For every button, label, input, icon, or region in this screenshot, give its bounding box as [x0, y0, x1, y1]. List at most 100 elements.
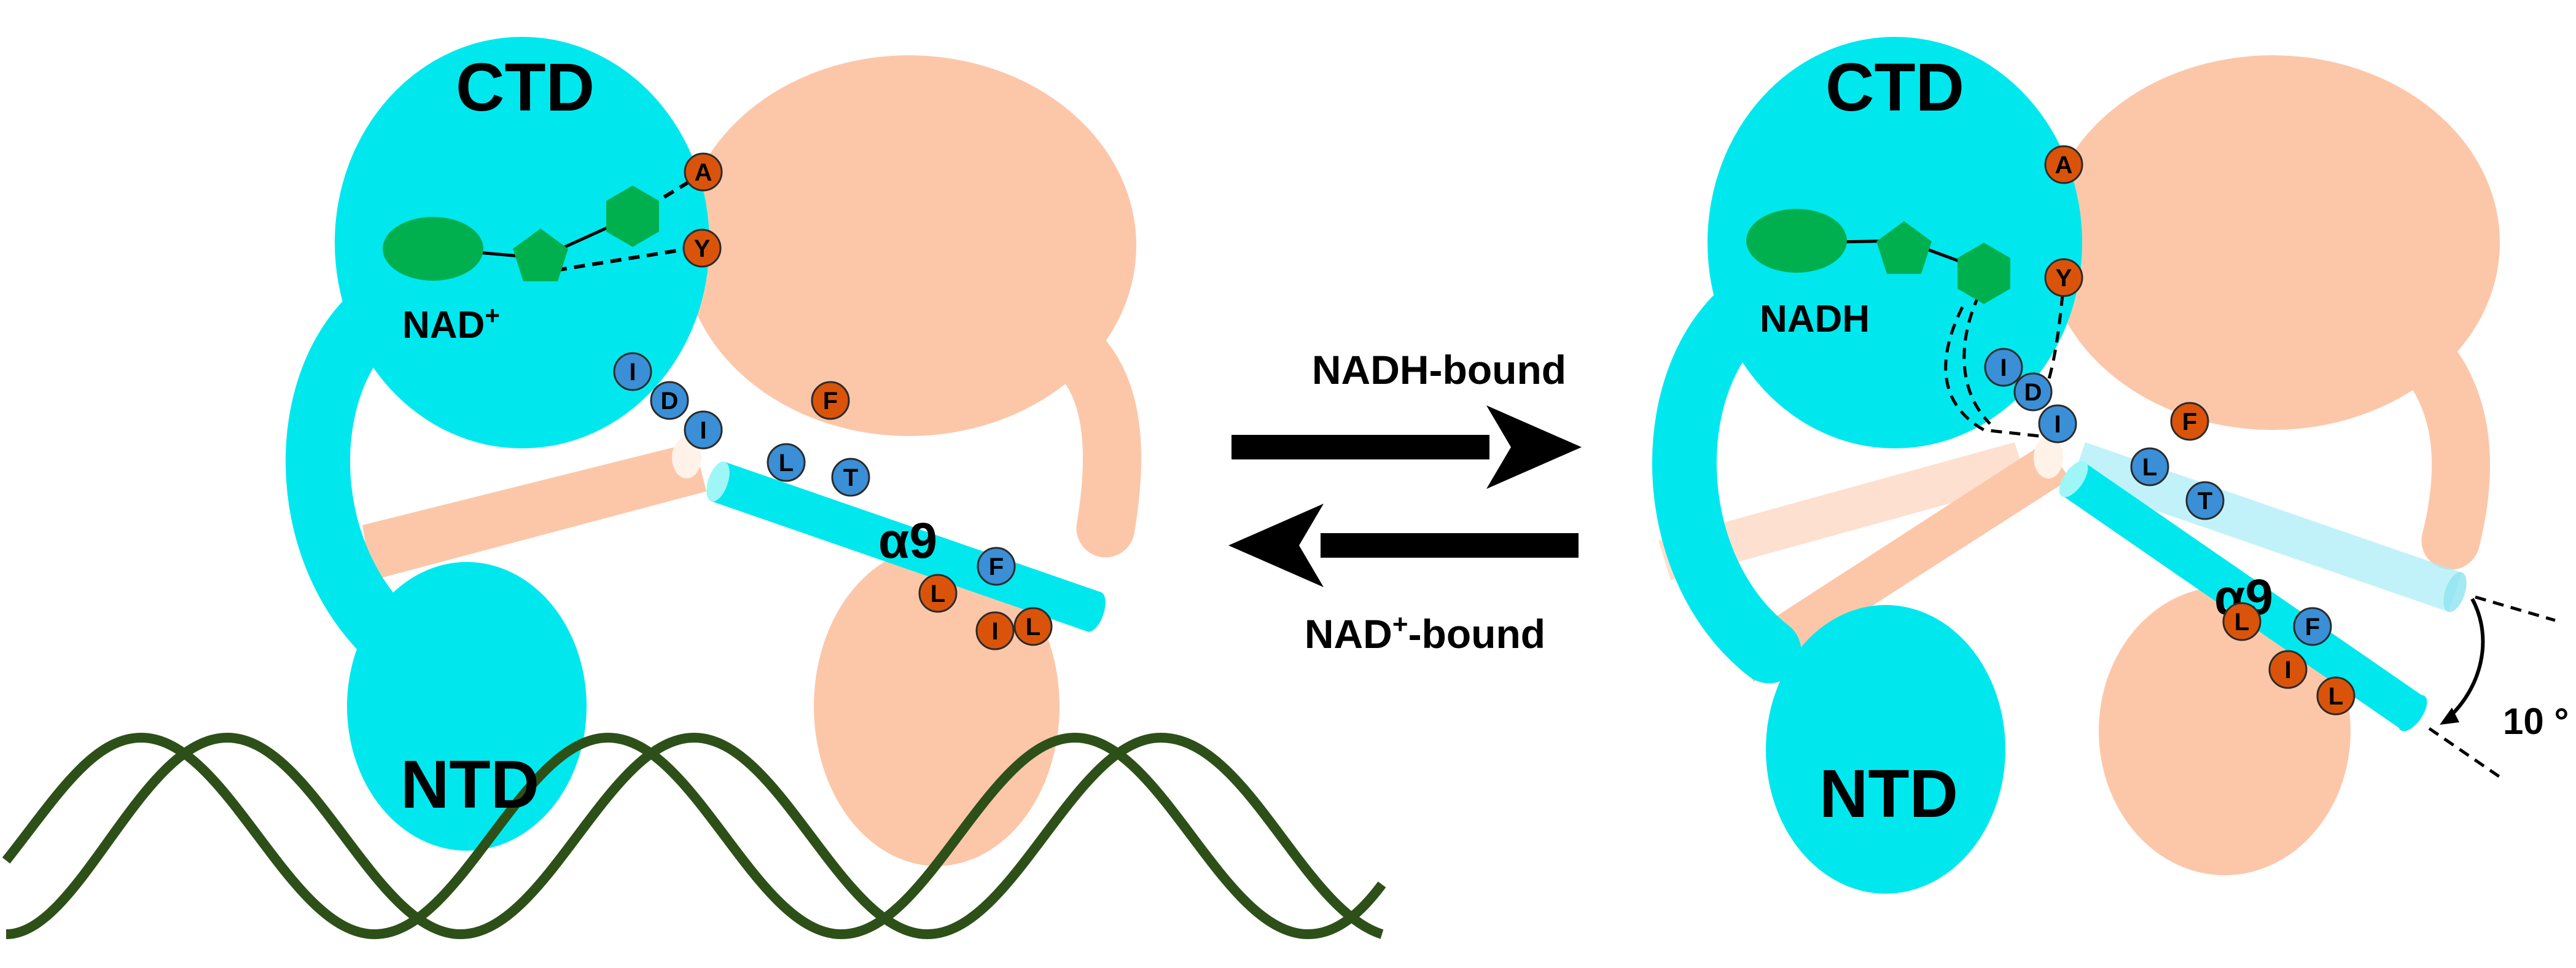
right-residue-i-5: I	[2038, 404, 2077, 443]
right-residue-i-3: I	[1984, 348, 2023, 387]
residue-circle	[650, 381, 689, 420]
reverse-label-name: NAD	[1305, 611, 1392, 657]
right-subunit-a	[1652, 37, 2082, 894]
right-residue-l-7: L	[2130, 447, 2169, 486]
right-residue-t-8: T	[2185, 481, 2225, 520]
residue-circle	[2038, 404, 2077, 443]
residue-letter: I	[629, 359, 636, 386]
right-angle-label: 10 °	[2503, 701, 2569, 742]
left-subunit-a	[286, 37, 709, 851]
residue-circle	[613, 352, 652, 391]
residue-circle	[2170, 402, 2209, 441]
left-residue-i-11: I	[975, 611, 1015, 650]
residue-circle	[975, 611, 1015, 650]
residue-circle	[811, 381, 850, 420]
residue-letter: L	[2328, 683, 2343, 710]
residue-circle	[977, 547, 1016, 586]
residue-letter: F	[989, 553, 1004, 580]
residue-circle	[2268, 650, 2308, 689]
residue-letter: I	[2284, 657, 2291, 684]
left-helix-alpha9	[672, 437, 1106, 632]
residue-circle	[2013, 372, 2053, 412]
right-residue-l-10: L	[2222, 602, 2262, 641]
residue-letter: Y	[694, 235, 711, 262]
residue-letter: F	[2182, 408, 2197, 435]
reverse-label-charge: +	[1392, 609, 1408, 639]
left-ligand-name: NAD	[402, 304, 485, 346]
nad-ribose-pentagon-shape	[513, 228, 568, 281]
residue-letter: L	[1026, 614, 1040, 641]
right-residue-a-1: A	[2044, 145, 2083, 184]
nadh-ribose-pentagon-shape	[1876, 221, 1932, 274]
nadh-adenine-ring-shape	[1746, 209, 1847, 273]
nadh-nicotinamide-hexagon-shape	[1957, 243, 2010, 304]
right-ntd-label: NTD	[1819, 756, 1958, 832]
left-residue-f-6: F	[811, 381, 850, 420]
residue-circle	[2130, 447, 2169, 486]
residue-circle	[2044, 258, 2083, 297]
reverse-arrow-label: NAD+-bound	[1305, 609, 1545, 657]
left-residue-i-5: I	[684, 410, 723, 450]
residue-letter: F	[2305, 614, 2320, 641]
left-dna-double-helix	[2, 732, 1386, 940]
residue-circle	[1013, 607, 1053, 646]
residue-letter: I	[991, 618, 998, 645]
residue-circle	[1984, 348, 2023, 387]
right-residue-f-9: F	[2293, 607, 2332, 646]
left-ligand-charge: +	[485, 301, 500, 330]
right-residue-d-4: D	[2013, 372, 2053, 412]
residue-letter: A	[695, 159, 712, 186]
forward-arrow-icon	[1231, 405, 1582, 489]
right-residue-l-12: L	[2316, 676, 2355, 716]
left-residue-d-4: D	[650, 381, 689, 420]
residue-letter: F	[823, 388, 838, 415]
residue-circle	[767, 443, 806, 482]
residue-letter: L	[931, 580, 945, 607]
right-residue-i-11: I	[2268, 650, 2308, 689]
residue-letter: D	[661, 388, 679, 415]
residue-letter: T	[843, 464, 858, 491]
residue-circle	[2316, 676, 2355, 716]
right-residue-y-2: Y	[2044, 258, 2083, 297]
nad-adenine-ring-shape	[383, 217, 483, 281]
residue-circle	[831, 458, 870, 497]
residue-circle	[2293, 607, 2332, 646]
left-residue-l-12: L	[1013, 607, 1053, 646]
residue-circle	[684, 152, 723, 192]
residue-circle	[918, 574, 958, 613]
residue-letter: L	[779, 450, 794, 477]
residue-letter: I	[2054, 411, 2061, 438]
nad-nicotinamide-hexagon-shape	[606, 185, 659, 247]
residue-circle	[2222, 602, 2262, 641]
residue-letter: Y	[2056, 265, 2072, 292]
left-residue-i-3: I	[613, 352, 652, 391]
left-nad-plus-ligand	[383, 171, 704, 281]
residue-letter: L	[2142, 454, 2157, 481]
left-ctd-label: CTD	[456, 50, 595, 125]
residue-circle	[2185, 481, 2225, 520]
right-residue-f-6: F	[2170, 402, 2209, 441]
left-helix-label: α9	[878, 513, 937, 569]
left-residue-a-1: A	[684, 152, 723, 192]
left-residue-t-8: T	[831, 458, 870, 497]
left-residue-l-10: L	[918, 574, 958, 613]
reverse-arrow-icon	[1228, 504, 1579, 587]
right-ligand-label: NADH	[1760, 298, 1870, 340]
residue-letter: L	[2234, 609, 2249, 636]
right-nadh-ligand	[1746, 209, 2064, 439]
residue-letter: A	[2055, 152, 2073, 179]
residue-letter: I	[700, 417, 706, 444]
residue-letter: T	[2198, 488, 2212, 515]
right-helix-alpha9	[2034, 437, 2467, 732]
left-ligand-label: NAD+	[402, 301, 500, 346]
residue-letter: D	[2024, 379, 2042, 406]
forward-arrow-label: NADH-bound	[1312, 347, 1566, 392]
left-ntd-label: NTD	[400, 747, 539, 822]
left-residue-f-9: F	[977, 547, 1016, 586]
right-rotation-angle-marker	[2428, 595, 2556, 779]
